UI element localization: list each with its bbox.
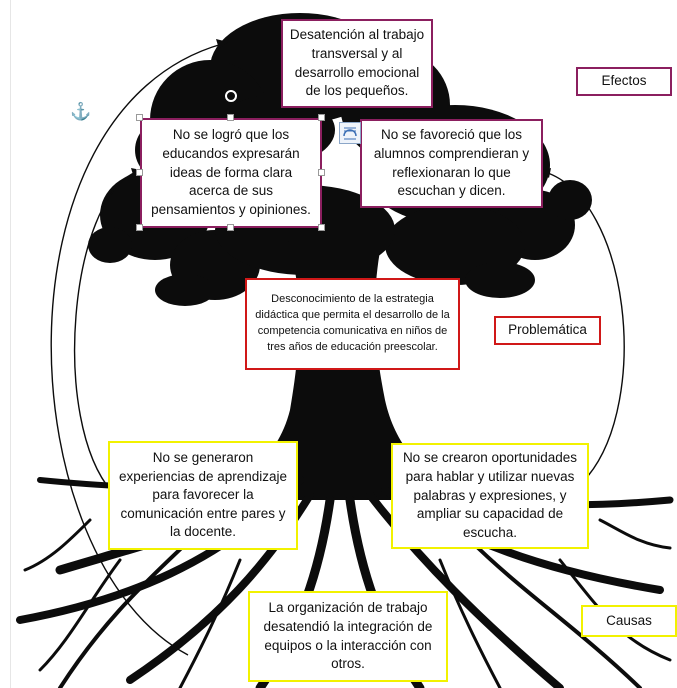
selection-handle-top-left[interactable] [136,114,143,121]
arrow-cause-to-effect-right [544,171,625,477]
effect-box-2[interactable]: No se logró que los educandos expresarán… [140,118,322,228]
problem-label-box[interactable]: Problemática [494,316,601,345]
selection-handle-top-right[interactable] [318,114,325,121]
effects-label-box[interactable]: Efectos [576,67,672,96]
cause-box-1[interactable]: No se generaron experiencias de aprendiz… [108,441,298,550]
problem-label: Problemática [508,322,587,338]
rotate-handle-icon[interactable] [225,90,237,102]
effects-label: Efectos [601,73,647,89]
problem-text: Desconocimiento de la estrategia didácti… [255,293,450,353]
arrow-cause-to-effect-top [50,43,223,656]
tree-trunk [225,240,460,500]
selection-handle-bottom-left[interactable] [136,224,143,231]
cause-text-2: No se crearon oportunidades para hablar … [402,450,578,540]
effect-text-3: No se favoreció que los alumnos comprend… [373,127,530,199]
selection-handle-top-middle[interactable] [227,114,234,121]
effect-box-3[interactable]: No se favoreció que los alumnos comprend… [360,119,543,208]
causes-label-box[interactable]: Causas [581,605,677,637]
page-margin-line [10,0,11,688]
effect-text-2: No se logró que los educandos expresarán… [151,127,311,217]
effect-box-1[interactable]: Desatención al trabajo transversal y al … [281,19,433,108]
causes-label: Causas [606,612,652,628]
anchor-icon[interactable]: ⚓ [70,102,92,121]
cause-text-3: La organización de trabajo desatendió la… [263,600,433,672]
cause-box-3[interactable]: La organización de trabajo desatendió la… [248,591,448,682]
selection-handle-middle-left[interactable] [136,169,143,176]
problem-box[interactable]: Desconocimiento de la estrategia didácti… [245,278,460,370]
arrow-cause-to-effect-left [73,171,137,493]
relationship-arrows [50,43,625,656]
selection-handle-middle-right[interactable] [318,169,325,176]
selection-handle-bottom-right[interactable] [318,224,325,231]
effect-text-1: Desatención al trabajo transversal y al … [289,27,425,99]
cause-text-1: No se generaron experiencias de aprendiz… [118,449,288,540]
layout-options-icon[interactable] [339,122,361,144]
selection-handle-bottom-middle[interactable] [227,224,234,231]
cause-box-2[interactable]: No se crearon oportunidades para hablar … [391,443,589,549]
